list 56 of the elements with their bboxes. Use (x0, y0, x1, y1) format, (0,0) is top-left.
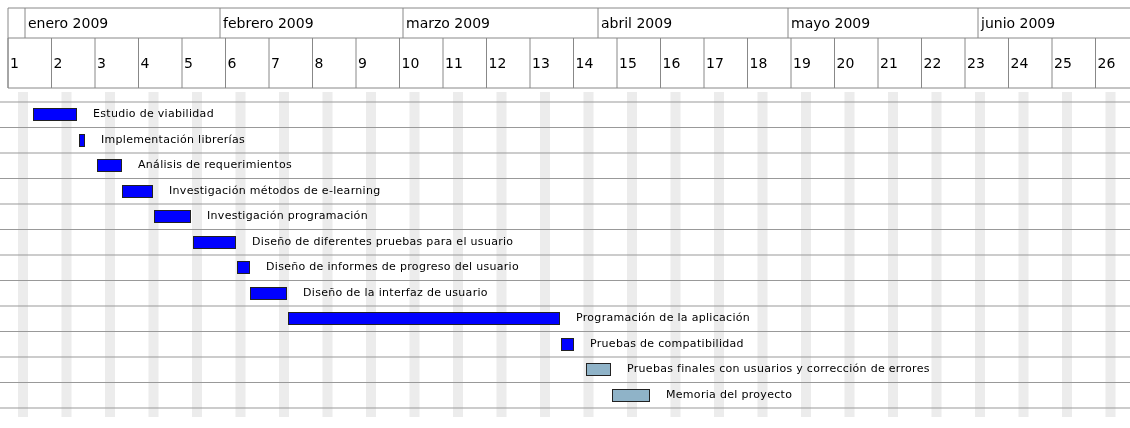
task-bar (193, 235, 236, 249)
week-number: 11 (445, 55, 463, 71)
week-number: 1 (10, 55, 19, 71)
task-label: Programación de la aplicación (576, 311, 751, 324)
task-bar (154, 210, 191, 223)
month-label: enero 2009 (28, 15, 109, 31)
week-number: 23 (967, 55, 985, 71)
week-number: 4 (140, 55, 150, 71)
task-label: Estudio de viabilidad (93, 107, 214, 120)
week-number: 22 (923, 55, 942, 71)
week-number: 6 (227, 55, 237, 71)
week-number: 25 (1054, 55, 1072, 71)
task-bar (33, 108, 77, 121)
week-number: 7 (271, 55, 280, 71)
task-label: Implementación librerías (101, 132, 245, 146)
week-number: 14 (575, 55, 594, 71)
task-label: Diseño de informes de progreso del usuario (266, 260, 519, 273)
task-bar (586, 363, 611, 376)
week-number: 9 (358, 55, 367, 71)
week-number: 21 (880, 55, 898, 71)
week-number: 24 (1010, 55, 1029, 71)
task-label: Memoria del proyecto (666, 387, 793, 401)
week-number: 3 (97, 55, 106, 71)
task-bar (237, 261, 250, 274)
task-label: Pruebas de compatibilidad (590, 336, 744, 350)
week-number: 19 (793, 55, 811, 71)
task-bar (561, 337, 574, 351)
week-number: 13 (532, 55, 550, 71)
week-number: 20 (836, 55, 855, 71)
task-label: Investigación métodos de e-learning (169, 183, 381, 197)
week-number: 12 (488, 55, 507, 71)
week-number: 16 (662, 55, 681, 71)
task-bar (97, 159, 122, 172)
task-label: Investigación programación (207, 209, 368, 222)
task-bar (612, 388, 650, 402)
month-label: febrero 2009 (223, 15, 314, 31)
task-label: Análisis de requerimientos (138, 158, 293, 171)
month-label: mayo 2009 (791, 15, 871, 31)
week-number: 8 (314, 55, 324, 71)
week-number: 15 (619, 55, 637, 71)
week-number: 17 (706, 55, 724, 71)
task-bar (250, 286, 287, 300)
month-label: junio 2009 (981, 15, 1056, 31)
task-bar (122, 184, 153, 198)
week-number: 5 (184, 55, 193, 71)
task-label: Diseño de la interfaz de usuario (303, 285, 488, 299)
month-label: abril 2009 (601, 15, 673, 31)
week-number: 2 (53, 55, 63, 71)
month-label: marzo 2009 (406, 15, 490, 31)
week-number: 18 (749, 55, 768, 71)
task-label: Diseño de diferentes pruebas para el usuario (252, 234, 514, 248)
week-number: 26 (1097, 55, 1116, 71)
task-bar (288, 312, 560, 325)
task-bar (79, 133, 85, 147)
week-number: 10 (401, 55, 420, 71)
task-label: Pruebas finales con usuarios y corrección de errores (627, 362, 930, 375)
